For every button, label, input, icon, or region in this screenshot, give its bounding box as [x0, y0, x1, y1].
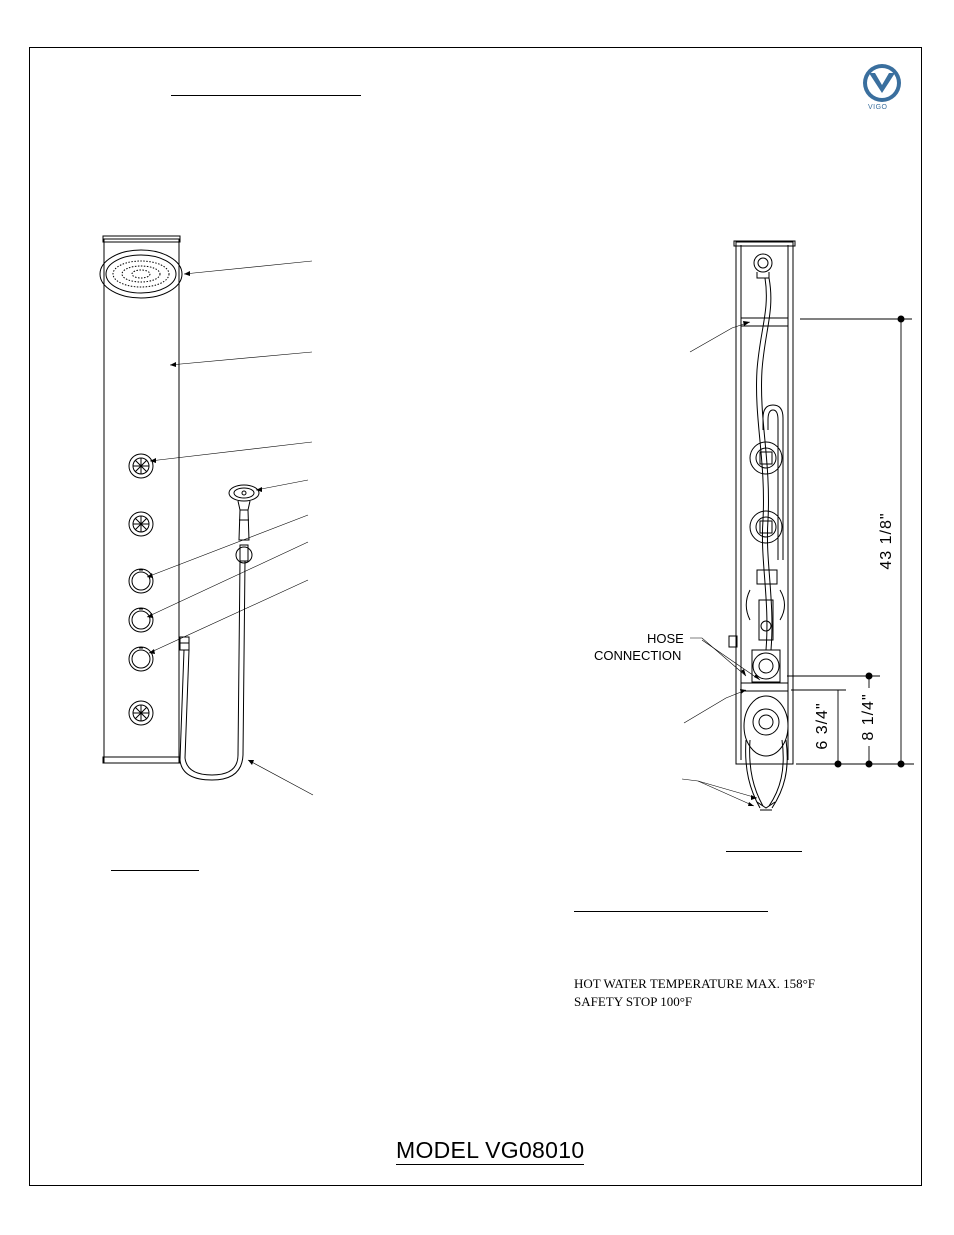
model-number: MODEL VG08010 [396, 1137, 585, 1165]
dimension-lower: 6 3/4" [814, 699, 832, 753]
hose-connection-label-line1: HOSE [647, 631, 684, 646]
note-hot-water-max: HOT WATER TEMPERATURE MAX. 158°F [574, 976, 816, 991]
rear-jet-housing-2 [749, 510, 783, 544]
rear-view-underline [726, 851, 802, 852]
leader-lines [146, 260, 314, 796]
panel-top-cap [102, 235, 181, 243]
dimension-mid: 8 1/4" [860, 688, 878, 746]
rear-valve-upper [745, 569, 785, 641]
control-knob-2 [128, 607, 154, 633]
body-jet-2 [128, 511, 154, 537]
hose-connection-label-line2: CONNECTION [594, 648, 682, 663]
top-connector [753, 253, 773, 279]
brand-name: VIGO [868, 104, 888, 111]
rear-hose-outlet [728, 635, 738, 648]
control-knob-3 [128, 646, 154, 672]
hand-shower [228, 484, 260, 564]
body-jet-3 [128, 700, 154, 726]
rear-bottom-hoses [745, 739, 788, 809]
rear-mixing-valve [751, 649, 781, 683]
front-view-underline [111, 870, 199, 871]
dimension-overall: 43 1/8" [878, 509, 896, 573]
rear-jet-housing-1 [749, 441, 783, 475]
control-knob-1 [128, 568, 154, 594]
specs-underline [574, 911, 768, 912]
lower-bracket [740, 682, 789, 692]
rear-hose-loop [762, 404, 784, 560]
note-safety-stop: SAFETY STOP 100°F [574, 994, 693, 1009]
vigo-v-logo-icon [863, 64, 901, 102]
title-underline [171, 95, 361, 96]
body-jet-1 [128, 453, 154, 479]
rear-panel-frame [735, 241, 794, 765]
drawing-frame [29, 47, 922, 1186]
rear-jet-housing-3 [743, 695, 789, 757]
rain-shower-head [99, 249, 183, 299]
shower-hose [179, 560, 246, 781]
